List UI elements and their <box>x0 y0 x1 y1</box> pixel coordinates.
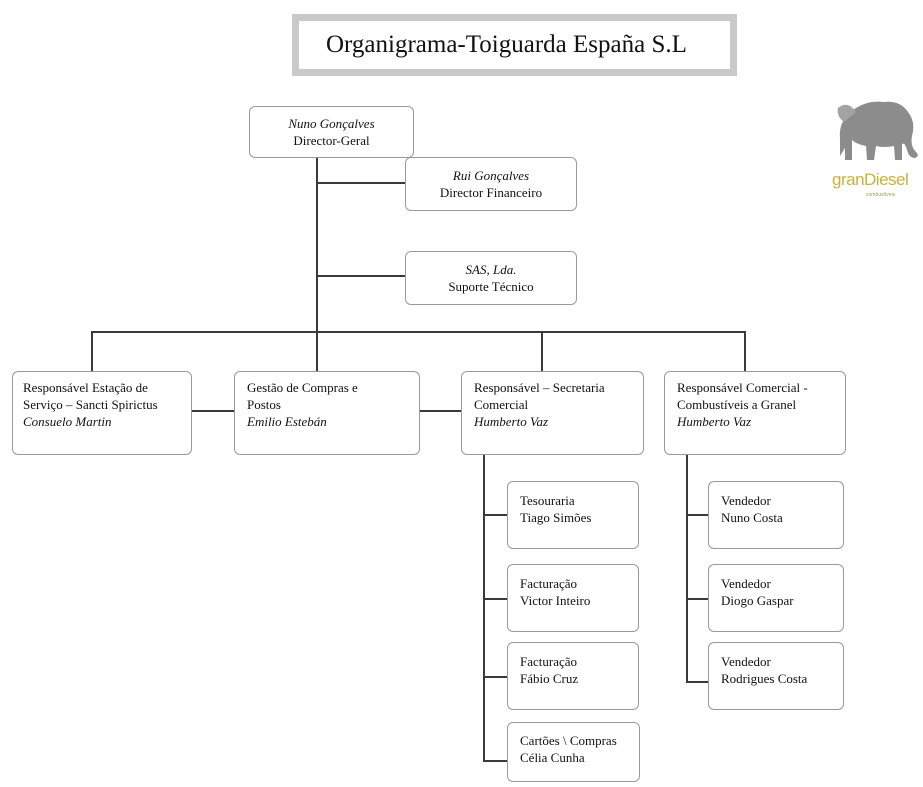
node-tesouraria: Tesouraria Tiago Simões <box>507 481 639 549</box>
staff-role: Cartões \ Compras <box>520 733 617 748</box>
staff-name: Rodrigues Costa <box>721 671 808 686</box>
drop-line-estacao <box>91 331 93 371</box>
link-line-estacao-compras <box>191 410 234 412</box>
staff-name: Fábio Cruz <box>520 671 579 686</box>
elephant-icon <box>837 101 918 160</box>
logo-subtext: combustíveis <box>866 192 896 198</box>
node-gestao-compras: Gestão de Compras e Postos Emilio Estebá… <box>234 371 420 455</box>
secretaria-line2: Comercial <box>474 397 529 412</box>
granel-line2: Combustíveis a Granel <box>677 397 797 412</box>
staff-role: Vendedor <box>721 654 771 669</box>
compras-line2: Postos <box>247 397 281 412</box>
compras-person: Emilio Estebán <box>247 414 327 429</box>
node-vendedor-nuno: Vendedor Nuno Costa <box>708 481 844 549</box>
trunk-line <box>316 157 318 333</box>
estacao-person: Consuelo Martin <box>23 414 112 429</box>
granel-line1: Responsável Comercial - <box>677 380 808 395</box>
node-secretaria-comercial: Responsável – Secretaria Comercial Humbe… <box>461 371 644 455</box>
node-comercial-granel: Responsável Comercial - Combustíveis a G… <box>664 371 846 455</box>
estacao-line1: Responsável Estação de <box>23 380 148 395</box>
staff-name: Célia Cunha <box>520 750 585 765</box>
drop-line-secretaria <box>541 331 543 371</box>
staff-name: Tiago Simões <box>520 510 592 525</box>
suporte-name: SAS, Lda. <box>465 262 517 277</box>
logo-wordmark: granDiesel <box>832 170 909 189</box>
financeiro-role: Director Financeiro <box>439 185 543 200</box>
suporte-role: Suporte Técnico <box>448 279 534 294</box>
node-facturacao-victor: Facturação Victor Inteiro <box>507 564 639 632</box>
staff-role: Vendedor <box>721 493 771 508</box>
node-facturacao-fabio: Facturação Fábio Cruz <box>507 642 639 710</box>
drop-line-compras <box>316 331 318 371</box>
link-line-compras-secretaria <box>419 410 461 412</box>
secretaria-line1: Responsável – Secretaria <box>474 380 605 395</box>
secretaria-branch-3 <box>483 676 507 678</box>
staff-role: Facturação <box>520 654 578 669</box>
secretaria-branch-2 <box>483 598 507 600</box>
node-cartoes-compras: Cartões \ Compras Célia Cunha <box>507 722 640 782</box>
compras-line1: Gestão de Compras e <box>247 380 358 395</box>
chart-title: Organigrama-Toiguarda España S.L <box>326 31 687 58</box>
staff-role: Vendedor <box>721 576 771 591</box>
staff-name: Victor Inteiro <box>520 593 591 608</box>
node-director-financeiro: Rui Gonçalves Director Financeiro <box>405 157 577 211</box>
drop-line-comercial <box>744 331 746 371</box>
comercial-staff-line <box>686 455 688 683</box>
branch-line-suporte <box>316 275 405 277</box>
director-geral-role: Director-Geral <box>293 133 370 148</box>
node-vendedor-diogo: Vendedor Diogo Gaspar <box>708 564 844 632</box>
node-suporte-tecnico: SAS, Lda. Suporte Técnico <box>405 251 577 305</box>
node-director-geral: Nuno Gonçalves Director-Geral <box>249 106 414 158</box>
grandiesel-logo: granDiesel combustíveis <box>826 86 923 206</box>
comercial-branch-3 <box>686 681 708 683</box>
financeiro-name: Rui Gonçalves <box>452 168 530 183</box>
staff-role: Facturação <box>520 576 578 591</box>
secretaria-branch-1 <box>483 514 507 516</box>
node-vendedor-rodrigues: Vendedor Rodrigues Costa <box>708 642 844 710</box>
secretaria-branch-4 <box>483 760 507 762</box>
comercial-branch-2 <box>686 598 708 600</box>
estacao-line2: Serviço – Sancti Spirictus <box>23 397 158 412</box>
department-bus-line <box>91 331 746 333</box>
staff-role: Tesouraria <box>520 493 575 508</box>
secretaria-person: Humberto Vaz <box>474 414 549 429</box>
staff-name: Diogo Gaspar <box>721 593 794 608</box>
staff-name: Nuno Costa <box>721 510 783 525</box>
node-estacao-servico: Responsável Estação de Serviço – Sancti … <box>12 371 192 455</box>
director-geral-name: Nuno Gonçalves <box>288 116 375 131</box>
title-box: Organigrama-Toiguarda España S.L <box>292 14 737 76</box>
granel-person: Humberto Vaz <box>677 414 752 429</box>
branch-line-financeiro <box>316 182 405 184</box>
comercial-branch-1 <box>686 514 708 516</box>
secretaria-staff-line <box>483 455 485 762</box>
